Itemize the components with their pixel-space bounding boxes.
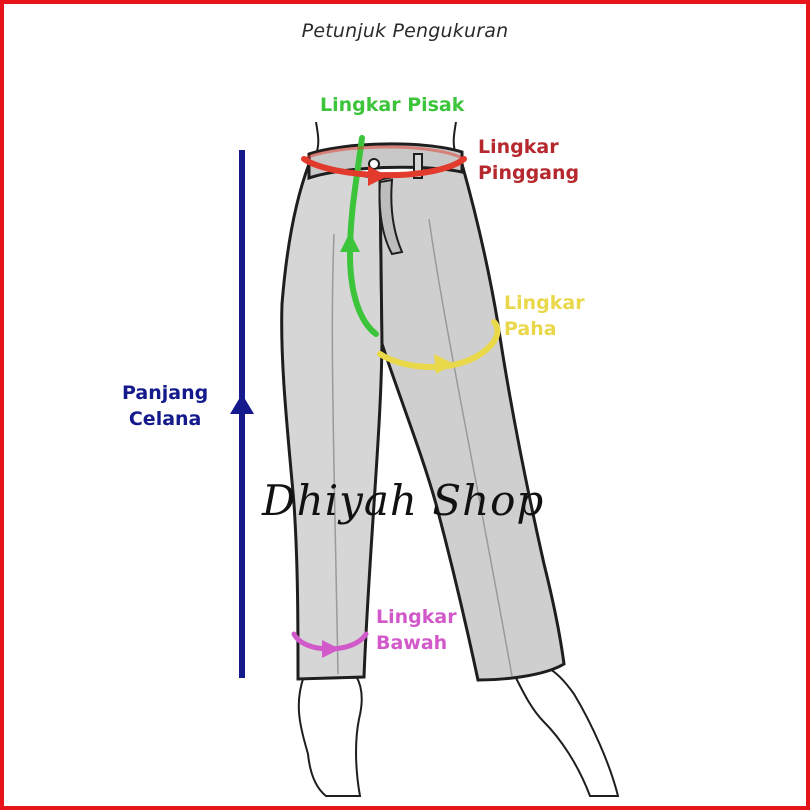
left-pant-leg: [280, 162, 384, 681]
lingkar-pisak-arrowhead: [340, 232, 360, 252]
label-lingkar-pisak-text: Lingkar Pisak: [320, 94, 465, 116]
belt-loop: [413, 153, 423, 179]
label-lingkar-pinggang: Lingkar Pinggang: [478, 134, 579, 186]
label-panjang-celana-line1: Panjang: [122, 382, 209, 404]
lingkar-pinggang-arrowhead: [368, 166, 388, 186]
label-lingkar-paha-line2: Paha: [504, 318, 557, 340]
panjang-celana-arrowhead: [230, 394, 254, 414]
label-lingkar-pisak: Lingkar Pisak: [320, 92, 464, 118]
label-lingkar-pinggang-line2: Pinggang: [478, 162, 580, 184]
left-crease: [331, 233, 339, 675]
label-lingkar-pinggang-line1: Lingkar: [478, 136, 559, 158]
label-lingkar-bawah-line2: Bawah: [376, 632, 448, 654]
pants-diagram: [230, 121, 620, 797]
lingkar-pinggang-back: [303, 145, 465, 161]
right-pant-leg: [378, 162, 566, 682]
lingkar-paha-arrowhead: [434, 354, 454, 374]
label-lingkar-paha: Lingkar Paha: [504, 290, 585, 342]
label-lingkar-bawah-line1: Lingkar: [376, 606, 457, 628]
label-lingkar-bawah: Lingkar Bawah: [376, 604, 457, 656]
lingkar-paha-loop: [377, 319, 501, 370]
left-leg-foot: [297, 675, 363, 797]
page-title: Petunjuk Pengukuran: [301, 20, 509, 42]
label-panjang-celana: Panjang Celana: [122, 380, 208, 432]
right-leg-foot: [512, 666, 620, 797]
right-crease: [428, 218, 513, 677]
label-lingkar-paha-line1: Lingkar: [504, 292, 585, 314]
shop-watermark: Dhiyah Shop: [262, 476, 545, 525]
front-pocket: [378, 178, 404, 256]
lingkar-bawah-arrowhead: [322, 640, 340, 658]
label-panjang-celana-line2: Celana: [128, 408, 202, 430]
